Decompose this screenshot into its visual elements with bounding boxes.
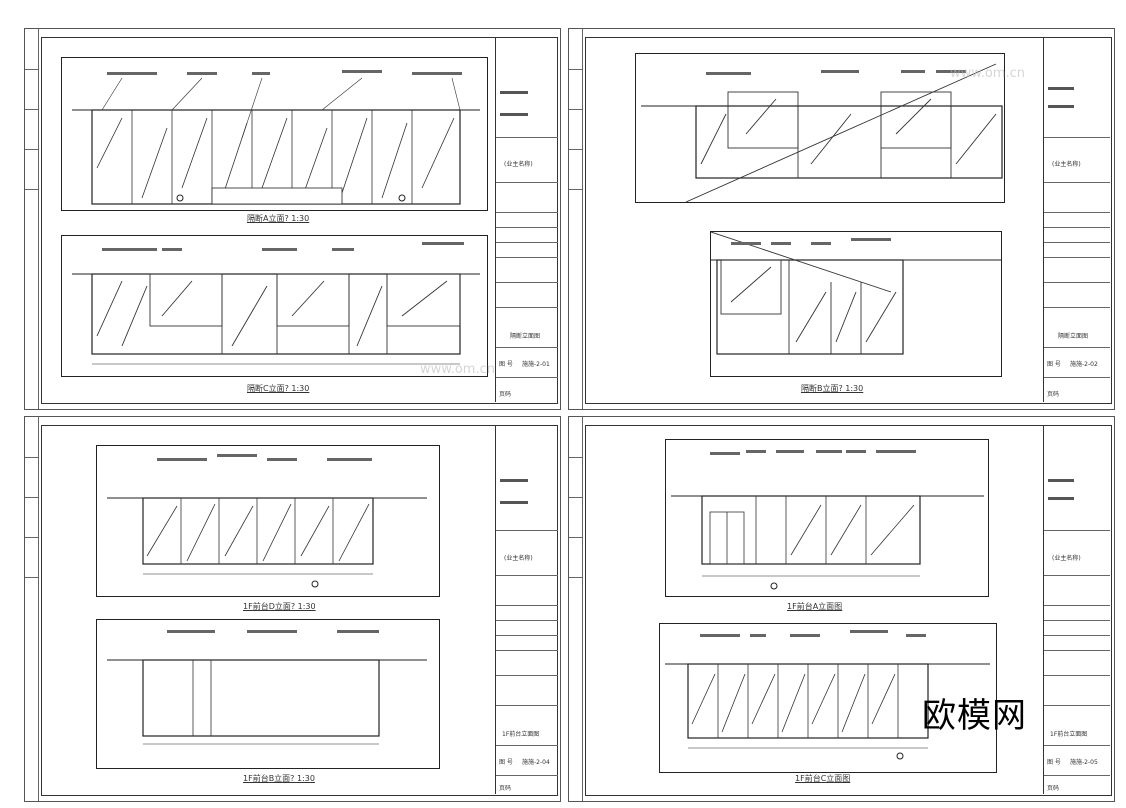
drawing-title: 隔断立面图 <box>510 333 541 340</box>
drawing-sheet-2: 隔断B立面? 1:30 (业主名称) 隔断立面图 图 号 施施-2-02 页码 <box>568 28 1115 410</box>
drawing-sheet-4: 1F前台A立面图 1F前台C立面图 (业主名称) 1F前台立面图 图 号 施施-… <box>568 416 1115 802</box>
elevation-1f-a-svg <box>671 450 984 590</box>
drawing-sheet-1: 隔断A立面? 1:30 隔断C立面? 1:30 (业主名称) 隔断立面图 图 号… <box>24 28 561 410</box>
caption-sheet1-top: 隔断A立面? 1:30 <box>247 214 310 223</box>
sheet-number: 施施-2-04 <box>522 759 550 766</box>
drawing-sheet-3: 1F前台D立面? 1:30 1F前台B立面? 1:30 (业主名称) 1F前台立… <box>24 416 561 802</box>
elevation-c-svg <box>72 242 480 365</box>
project-name: (业主名称) <box>1052 161 1081 168</box>
elevation-drawing-b2 <box>710 231 1002 377</box>
watermark-url: www.om.cn <box>950 66 1025 81</box>
drawing-no-label: 图 号 <box>1047 759 1061 766</box>
watermark-url: www.om.cn <box>420 362 495 377</box>
binding-strip <box>25 417 39 801</box>
sheet-number: 施施-2-02 <box>1070 361 1098 368</box>
elevation-drawing-a <box>61 57 488 215</box>
elevation-drawing-b3 <box>96 619 440 769</box>
drawing-title: 1F前台立面图 <box>1050 731 1088 738</box>
inner-border <box>41 425 558 796</box>
caption-sheet1-bottom: 隔断C立面? 1:30 <box>247 384 310 393</box>
caption-sheet3-top: 1F前台D立面? 1:30 <box>243 602 316 611</box>
title-block: (业主名称) 隔断立面图 图 号 施施-2-01 页码 <box>495 37 558 402</box>
inner-border <box>585 37 1112 404</box>
page-label: 页码 <box>1047 391 1060 398</box>
drawing-title: 1F前台立面图 <box>502 731 540 738</box>
elevation-a-svg <box>72 70 480 215</box>
drawing-no-label: 图 号 <box>1047 361 1061 368</box>
project-name: (业主名称) <box>504 161 533 168</box>
elevation-drawing-1f-a <box>665 439 989 597</box>
watermark-logo-text: 欧模网 <box>922 696 1027 736</box>
page-label: 页码 <box>499 391 512 398</box>
elevation-b3-svg <box>107 630 427 745</box>
inner-border <box>41 37 558 404</box>
drawing-title: 隔断立面图 <box>1058 333 1089 340</box>
caption-sheet4-top: 1F前台A立面图 <box>787 602 843 611</box>
binding-strip <box>569 29 583 409</box>
binding-strip <box>569 417 583 801</box>
inner-border <box>585 425 1112 796</box>
drawing-no-label: 图 号 <box>499 759 513 766</box>
title-block: (业主名称) 1F前台立面图 图 号 施施-2-05 页码 <box>1043 425 1110 794</box>
elevation-d-svg <box>107 454 427 588</box>
elevation-drawing-b1 <box>635 53 1005 203</box>
page-label: 页码 <box>499 785 512 792</box>
caption-sheet3-bottom: 1F前台B立面? 1:30 <box>243 774 315 783</box>
elevation-b2-svg <box>710 231 1001 355</box>
caption-sheet2: 隔断B立面? 1:30 <box>801 384 864 393</box>
caption-sheet4-bottom: 1F前台C立面图 <box>795 774 851 783</box>
elevation-b1-svg <box>641 63 1003 203</box>
elevation-drawing-c <box>61 235 488 377</box>
sheet-number: 施施-2-01 <box>522 361 550 368</box>
elevation-1f-c-svg <box>665 630 990 760</box>
project-name: (业主名称) <box>504 555 533 562</box>
title-block: (业主名称) 隔断立面图 图 号 施施-2-02 页码 <box>1043 37 1110 402</box>
binding-strip <box>25 29 39 409</box>
sheet-number: 施施-2-05 <box>1070 759 1098 766</box>
page-label: 页码 <box>1047 785 1060 792</box>
drawing-no-label: 图 号 <box>499 361 513 368</box>
title-block: (业主名称) 1F前台立面图 图 号 施施-2-04 页码 <box>495 425 558 794</box>
elevation-drawing-d <box>96 445 440 597</box>
elevation-drawing-1f-c <box>659 623 997 773</box>
project-name: (业主名称) <box>1052 555 1081 562</box>
